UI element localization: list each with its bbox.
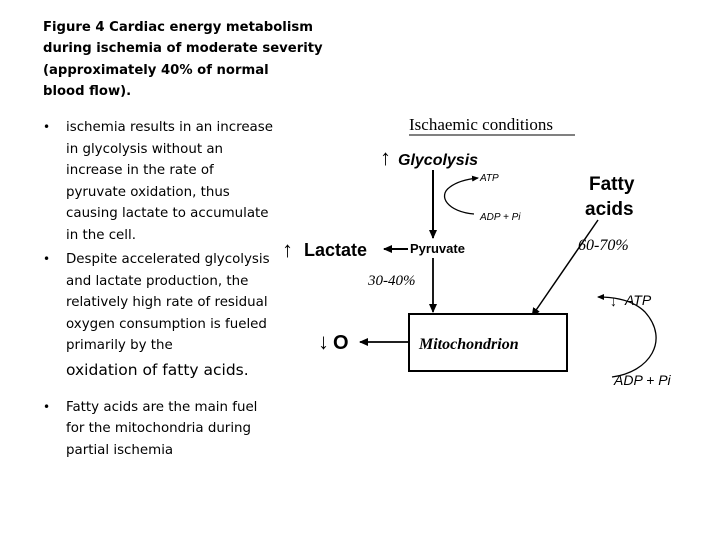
glycolysis-up-arrow: ↑	[380, 145, 391, 170]
lactate-up-arrow: ↑	[282, 237, 293, 262]
top-atp-label: ATP	[479, 173, 499, 184]
fatty-acids-to-mitochondrion-arrow	[531, 219, 599, 317]
bullet-text: Fatty acids are the main fuel for the mi…	[66, 399, 258, 458]
right-atp-down-arrow: ↓	[610, 293, 617, 309]
pyruvate-percent: 30-40%	[367, 273, 416, 289]
top-atp-cycle-arrow	[443, 175, 479, 215]
caption-line-4: blood flow).	[43, 83, 132, 99]
diagram-title: Ischaemic conditions	[409, 115, 553, 134]
bullet-item-ischemia: • ischemia results in an increase in gly…	[43, 117, 278, 246]
fatty-acids-percent: 60-70%	[578, 237, 629, 254]
pyruvate-label: Pyruvate	[410, 241, 465, 256]
fatty-acids-label-line-2: acids	[585, 199, 634, 220]
caption-line-2: during ischemia of moderate severity	[43, 41, 323, 57]
bullet-item-fatty-acids: • Fatty acids are the main fuel for the …	[43, 397, 278, 462]
bullet-marker: •	[43, 120, 51, 134]
right-atp-cycle-arrow	[597, 294, 657, 378]
fatty-acids-label-line-1: Fatty	[589, 174, 635, 195]
top-adp-label: ADP + Pi	[479, 212, 521, 223]
bullet-marker: •	[43, 399, 51, 414]
caption-line-1: Figure 4 Cardiac energy metabolism	[43, 20, 313, 35]
right-adp-label: ADP + Pi	[613, 372, 672, 388]
bullet-marker: •	[43, 252, 51, 266]
mitochondrion-label: Mitochondrion	[418, 336, 519, 353]
caption-line-3: (approximately 40% of normal	[43, 62, 269, 78]
bullet-list: • ischemia results in an increase in gly…	[43, 117, 278, 464]
figure-caption: Figure 4 Cardiac energy metabolism durin…	[43, 17, 343, 102]
bullet-text: ischemia results in an increase in glyco…	[66, 120, 273, 243]
glycolysis-label: Glycolysis	[398, 152, 478, 169]
right-atp-label: ATP	[624, 292, 652, 308]
bullet-item-oxygen-consumption: • Despite accelerated glycolysis and lac…	[43, 249, 278, 383]
mitochondrion-box	[408, 313, 568, 372]
oxygen-label: O	[333, 332, 349, 354]
bullet-text: Despite accelerated glycolysis and lacta…	[66, 252, 270, 353]
bullet-emphasis-text: oxidation of fatty acids.	[66, 360, 249, 379]
oxygen-down-arrow: ↓	[318, 329, 329, 354]
lactate-label: Lactate	[304, 240, 367, 260]
